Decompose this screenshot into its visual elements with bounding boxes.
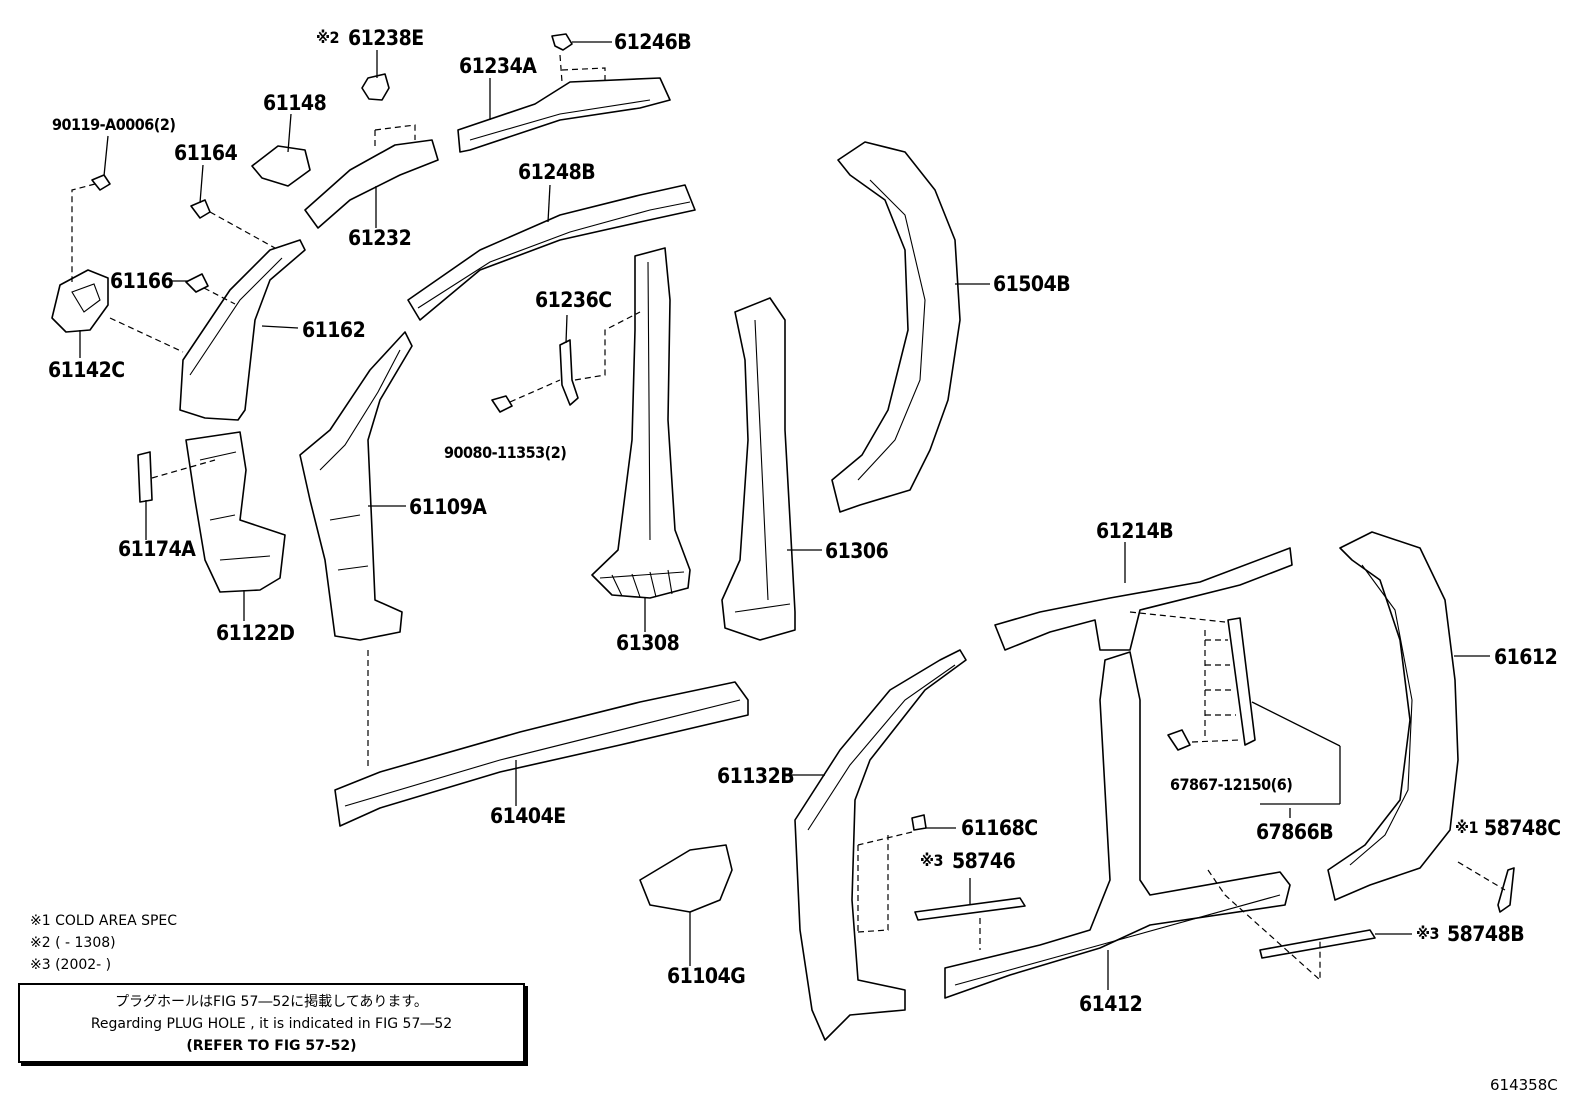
- footnote-cold-area: ※1 COLD AREA SPEC: [30, 913, 178, 929]
- part-61168C: [911, 814, 927, 831]
- part-61404E: [334, 681, 749, 827]
- label-61248B: 61248B: [518, 160, 596, 184]
- leader-lines: [79, 41, 1490, 990]
- part-61308: [591, 247, 691, 599]
- label-note-mark-3b: ※3: [1416, 924, 1440, 943]
- label-61214B: 61214B: [1096, 519, 1174, 543]
- label-67866B: 67866B: [1256, 820, 1334, 844]
- part-67866B: [1227, 617, 1256, 746]
- label-61164: 61164: [174, 141, 238, 165]
- part-61214B: [994, 547, 1293, 651]
- part-90080-bolt: [491, 395, 513, 413]
- part-61132B: [794, 649, 967, 1041]
- footnote-range-2002: ※3 (2002- ): [30, 957, 112, 973]
- info-japanese: プラグホールはFIG 57―52に掲載してあります。: [115, 994, 428, 1010]
- label-58748C: 58748C: [1484, 816, 1561, 840]
- info-refer: (REFER TO FIG 57-52): [186, 1038, 357, 1054]
- label-61162: 61162: [302, 318, 366, 342]
- label-61246B: 61246B: [614, 30, 692, 54]
- label-61148: 61148: [263, 91, 327, 115]
- label-90119-A0006: 90119-A0006(2): [52, 115, 176, 134]
- part-61412: [944, 651, 1291, 999]
- label-61234A: 61234A: [459, 54, 537, 78]
- part-61232: [304, 139, 439, 229]
- figure-id: 614358C: [1490, 1076, 1558, 1094]
- label-61132B: 61132B: [717, 764, 795, 788]
- label-61142C: 61142C: [48, 358, 125, 382]
- label-61168C: 61168C: [961, 816, 1038, 840]
- label-61104G: 61104G: [667, 964, 746, 988]
- label-61612: 61612: [1494, 645, 1558, 669]
- info-english: Regarding PLUG HOLE , it is indicated in…: [90, 1016, 453, 1032]
- part-67867-clip: [1167, 729, 1191, 751]
- label-67867-12150: 67867-12150(6): [1170, 775, 1293, 794]
- part-61104G: [639, 844, 733, 913]
- label-note-mark-2: ※2: [316, 28, 340, 47]
- label-58748B: 58748B: [1447, 922, 1525, 946]
- assembly-lines: [71, 54, 1506, 982]
- label-61232: 61232: [348, 226, 412, 250]
- label-61404E: 61404E: [490, 804, 566, 828]
- part-61234A: [457, 77, 671, 153]
- part-90119-bolt: [91, 174, 111, 191]
- part-61236C: [559, 339, 579, 406]
- label-61308: 61308: [616, 631, 680, 655]
- label-61412: 61412: [1079, 992, 1143, 1016]
- part-61142C: [51, 269, 109, 333]
- label-90080-11353: 90080-11353(2): [444, 443, 567, 462]
- part-61174A: [137, 451, 153, 503]
- label-61109A: 61109A: [409, 495, 487, 519]
- label-61122D: 61122D: [216, 621, 295, 645]
- part-61246B: [551, 33, 573, 51]
- label-note-mark-3a: ※3: [920, 851, 944, 870]
- label-61504B: 61504B: [993, 272, 1071, 296]
- label-61238E: 61238E: [348, 26, 424, 50]
- part-61148: [251, 145, 311, 187]
- part-58748C: [1497, 867, 1515, 913]
- part-61166: [185, 273, 209, 293]
- part-61306: [721, 297, 796, 641]
- label-61166: 61166: [110, 269, 174, 293]
- label-61236C: 61236C: [535, 288, 612, 312]
- label-61306: 61306: [825, 539, 889, 563]
- plug-hole-info-box: プラグホールはFIG 57―52に掲載してあります。 Regarding PLU…: [18, 983, 525, 1063]
- part-61122D: [185, 431, 286, 593]
- label-61174A: 61174A: [118, 537, 196, 561]
- part-61612: [1327, 531, 1459, 901]
- part-61504B: [831, 141, 961, 513]
- label-58746: 58746: [952, 849, 1016, 873]
- part-58746: [914, 897, 1026, 921]
- part-61109A: [299, 331, 413, 641]
- part-58748B: [1259, 929, 1376, 959]
- footnote-range-1308: ※2 ( - 1308): [30, 935, 116, 951]
- part-61238E: [361, 73, 390, 101]
- label-note-mark-1: ※1: [1455, 818, 1479, 837]
- part-61162: [179, 239, 306, 421]
- part-61248B: [407, 184, 696, 321]
